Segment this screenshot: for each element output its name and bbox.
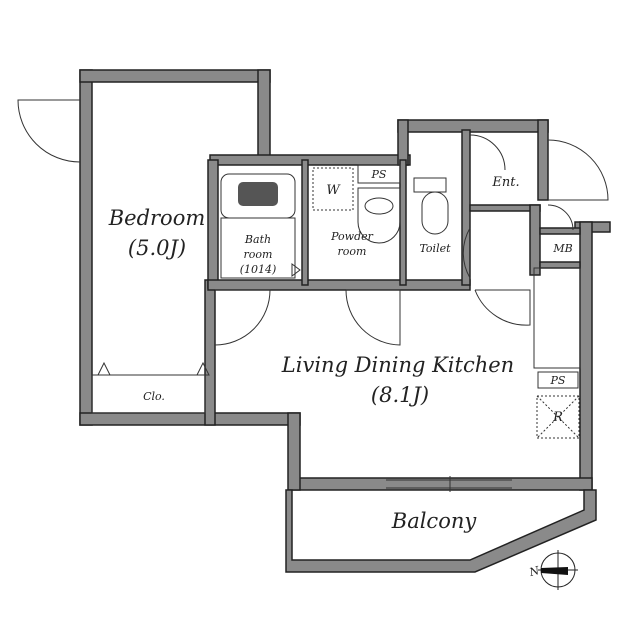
north-label: N — [527, 564, 541, 579]
ldk-size: (8.1J) — [371, 383, 429, 407]
closet-label: Clo. — [143, 390, 165, 403]
entrance-label: Ent. — [491, 175, 519, 190]
toilet-fixture — [413, 177, 449, 235]
bathtub — [220, 173, 301, 279]
ps-top-label: PS — [371, 168, 387, 181]
doors — [17, 99, 609, 346]
fridge-label: R — [552, 410, 563, 425]
closet — [91, 361, 210, 414]
bath-label-2: room — [244, 248, 273, 261]
bedroom-size: (5.0J) — [128, 236, 186, 260]
ldk-label: Living Dining Kitchen — [281, 353, 514, 377]
bath-label-1: Bath — [244, 233, 271, 246]
washer-label: W — [326, 183, 341, 198]
powder-fixtures — [312, 164, 401, 244]
bath-label-3: (1014) — [240, 263, 277, 276]
kitchen-fixtures — [536, 371, 580, 439]
mb-label: MB — [552, 242, 572, 255]
exterior-walls — [79, 69, 611, 491]
powder-label-2: room — [338, 245, 367, 258]
toilet-label: Toilet — [419, 242, 451, 255]
north-arrow-icon: N — [527, 550, 578, 590]
bedroom-label: Bedroom — [108, 206, 206, 230]
ps-kitchen-label: PS — [550, 374, 566, 387]
balcony-label: Balcony — [391, 509, 478, 533]
powder-label-1: Powder — [330, 230, 374, 243]
balcony — [285, 476, 597, 573]
